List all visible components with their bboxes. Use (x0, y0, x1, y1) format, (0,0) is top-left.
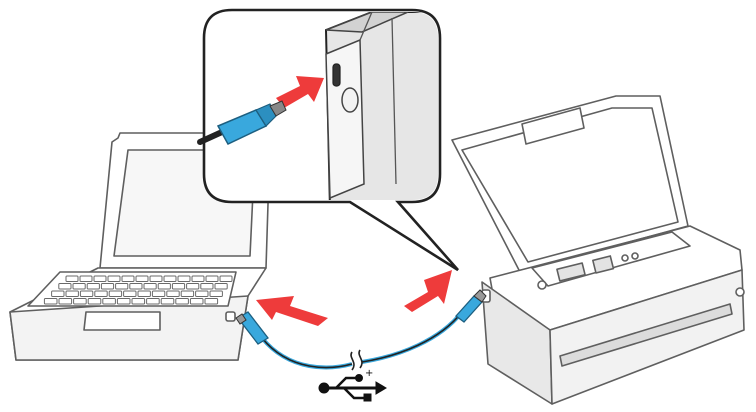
laptop-key (131, 298, 146, 305)
laptop-key (191, 275, 205, 282)
usb-symbol-icon: + (318, 368, 387, 402)
laptop-key (58, 298, 73, 305)
cable-break-symbol (350, 349, 363, 371)
laptop-key (73, 298, 87, 305)
cable-wire-left-core (261, 337, 353, 369)
laptop-key (143, 283, 157, 290)
usb-cable (235, 289, 487, 371)
laptop-key (108, 290, 123, 297)
cable-wire-left (260, 336, 353, 370)
laptop-key (86, 283, 100, 290)
laptop-key (102, 298, 116, 305)
laptop-key (79, 290, 94, 297)
printer-display (556, 262, 586, 282)
printer-paper-support-inner (461, 107, 679, 263)
laptop-key (107, 275, 121, 282)
laptop-key (115, 283, 129, 290)
printer-icon (451, 95, 745, 405)
laptop-key (65, 290, 79, 297)
laptop-key (137, 290, 151, 297)
zoom-callout (197, 8, 459, 272)
laptop-key (204, 298, 219, 305)
laptop-key (209, 290, 223, 297)
laptop-icon (9, 132, 271, 361)
laptop-key (175, 298, 189, 305)
laptop-key (166, 290, 180, 297)
laptop-key (135, 275, 149, 282)
laptop-key (177, 275, 191, 282)
laptop-key (87, 298, 102, 305)
laptop-key (116, 298, 131, 305)
laptop-key (93, 275, 107, 282)
laptop-key (160, 298, 175, 305)
laptop-key (149, 275, 163, 282)
laptop-key (94, 290, 108, 297)
laptop-key (189, 298, 204, 305)
laptop-key (123, 290, 137, 297)
laptop-key (58, 283, 72, 290)
cable-wire-right (361, 310, 464, 364)
insert-arrow-icon (404, 270, 452, 312)
laptop-key (157, 283, 171, 290)
laptop-key (205, 275, 219, 282)
cable-wire-right-core (361, 311, 463, 363)
laptop-key (79, 275, 93, 282)
laptop-key (65, 275, 79, 282)
insert-arrow-icon (256, 296, 328, 326)
laptop-keys (43, 275, 233, 305)
laptop-key (43, 298, 58, 305)
printer-button (621, 254, 629, 262)
laptop-key (214, 283, 228, 290)
callout-zoom-content (324, 12, 438, 200)
laptop-key (72, 283, 86, 290)
zoomed-printer-top (325, 12, 409, 33)
insert-arrow-icon (276, 76, 324, 108)
printer-dpad (592, 255, 615, 274)
laptop-key (195, 290, 209, 297)
svg-text:+: + (365, 368, 373, 379)
zoomed-printer-face (325, 38, 365, 200)
laptop-key (121, 275, 135, 282)
laptop-key (180, 290, 195, 297)
laptop-key (171, 283, 186, 290)
laptop-key (146, 298, 160, 305)
laptop-touchpad (83, 311, 161, 331)
printer-button (631, 252, 639, 260)
laptop-key (100, 283, 115, 290)
laptop-key (200, 283, 214, 290)
printer-side-button (735, 287, 745, 297)
laptop-key (129, 283, 143, 290)
laptop-usb-port (225, 311, 236, 322)
laptop-key (186, 283, 200, 290)
laptop-key (163, 275, 177, 282)
cable-plug-printer (455, 295, 483, 323)
zoomed-printer-edge (359, 12, 373, 41)
printer-button (537, 280, 547, 290)
printer-output-slot (559, 303, 733, 367)
laptop-key (151, 290, 166, 297)
zoomed-cable-plug (197, 100, 287, 145)
laptop-key (51, 290, 65, 297)
printer-paper-tab (521, 107, 585, 145)
zoomed-usb-port (332, 63, 341, 87)
laptop-key (219, 275, 233, 282)
zoomed-power-button (341, 87, 359, 113)
zoomed-printer-edge (391, 17, 397, 185)
